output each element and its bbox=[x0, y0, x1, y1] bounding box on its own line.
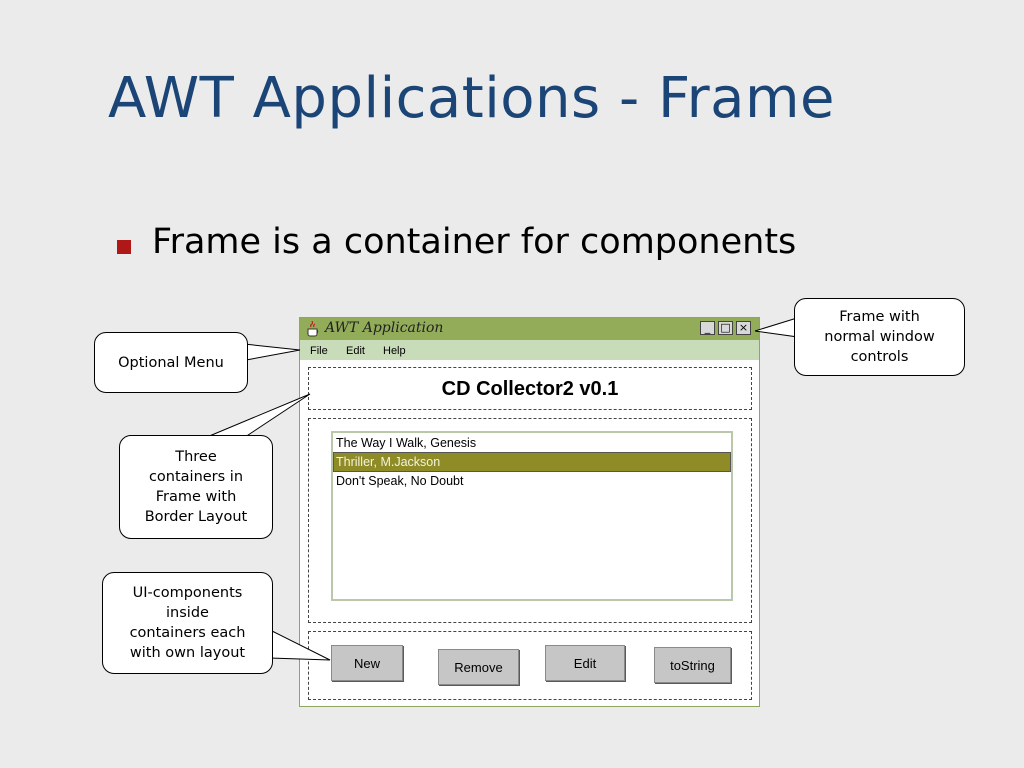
components-callout: UI-components inside containers each wit… bbox=[102, 572, 273, 674]
controls-callout-text: Frame with normal window controls bbox=[824, 307, 934, 367]
controls-callout-pointer bbox=[755, 318, 798, 337]
menu-callout-pointer bbox=[244, 344, 300, 360]
containers-callout-text: Three containers in Frame with Border La… bbox=[145, 447, 248, 527]
containers-callout: Three containers in Frame with Border La… bbox=[119, 435, 273, 539]
menu-callout-text: Optional Menu bbox=[118, 353, 224, 373]
components-callout-pointer bbox=[270, 630, 330, 660]
controls-callout: Frame with normal window controls bbox=[794, 298, 965, 376]
components-callout-text: UI-components inside containers each wit… bbox=[130, 583, 246, 663]
menu-callout: Optional Menu bbox=[94, 332, 248, 393]
